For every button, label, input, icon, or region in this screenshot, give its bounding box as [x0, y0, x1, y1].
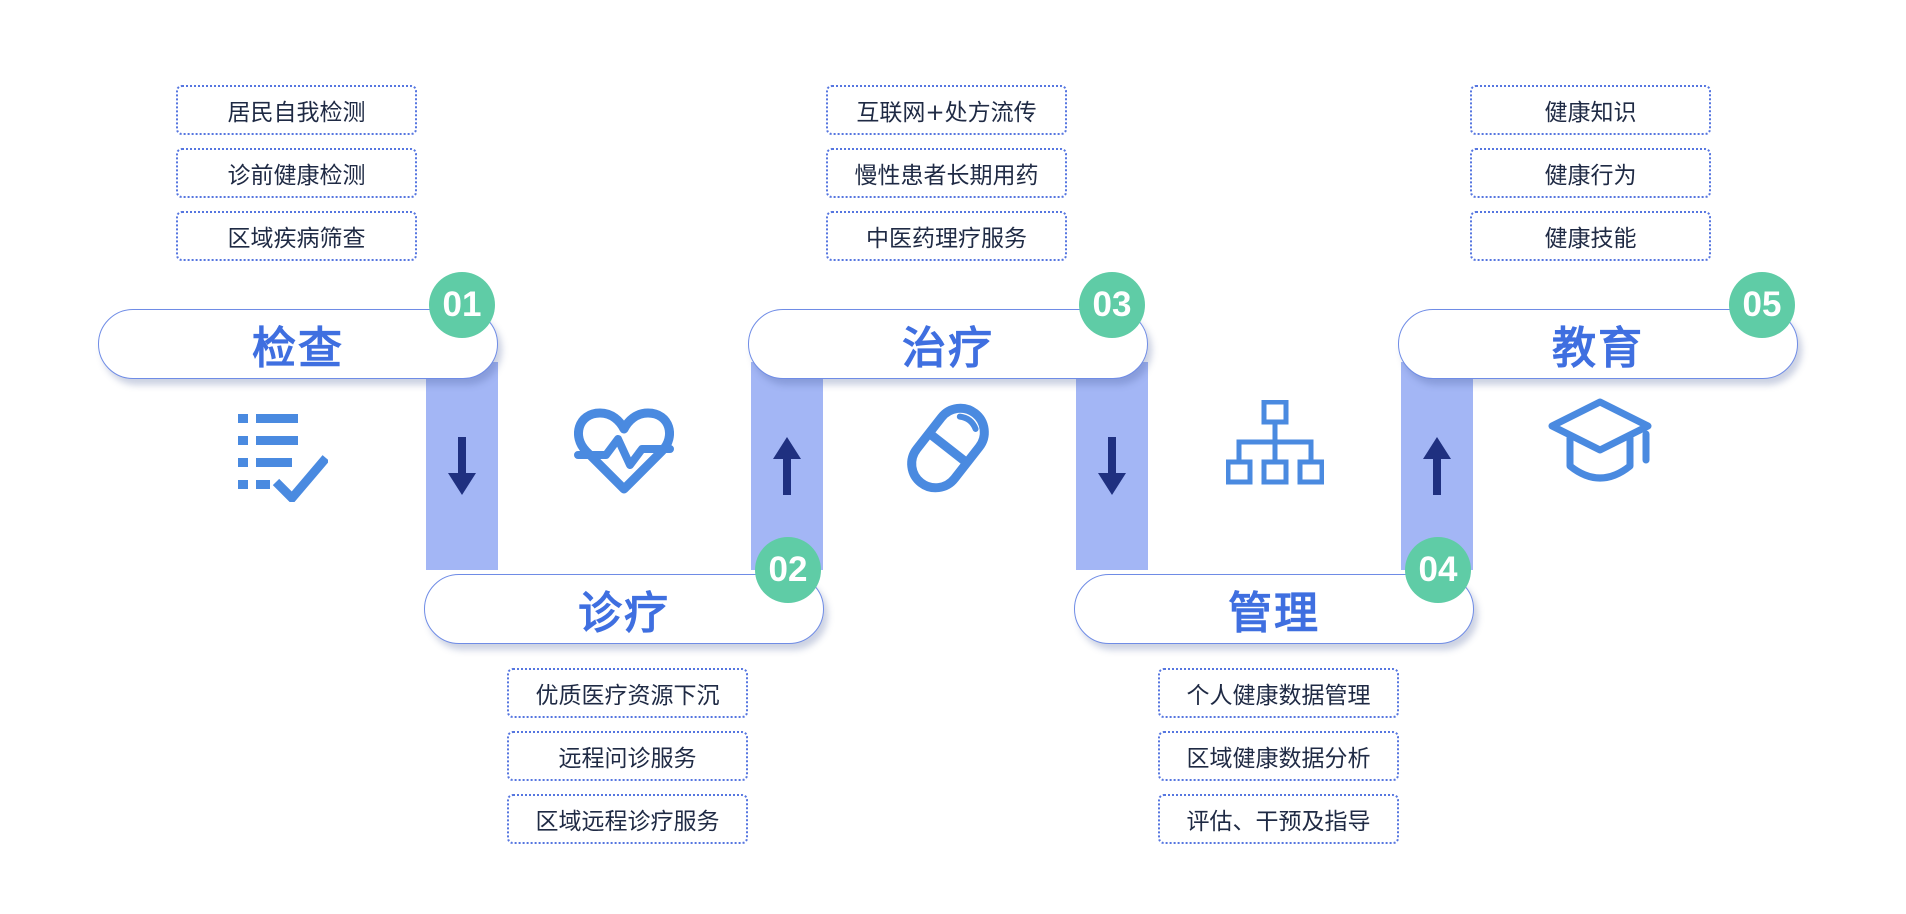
step-2-title: 诊疗 — [578, 588, 670, 639]
heart-pulse-icon — [574, 408, 674, 494]
step-2-badge: 02 — [755, 537, 821, 603]
step-5-item: 健康技能 — [1470, 211, 1711, 261]
step-5-item: 健康行为 — [1470, 148, 1711, 198]
step-4-item: 个人健康数据管理 — [1158, 668, 1399, 718]
step-1-pill: 检查 — [98, 309, 498, 379]
connector-4-5 — [1401, 362, 1473, 570]
arrow-up-icon — [1423, 437, 1451, 495]
connector-3-4 — [1076, 362, 1148, 570]
checklist-icon — [238, 414, 328, 502]
arrow-down-icon — [448, 437, 476, 495]
step-5-badge: 05 — [1729, 272, 1795, 338]
graduation-cap-icon — [1548, 398, 1652, 482]
step-5-item: 健康知识 — [1470, 85, 1711, 135]
step-1-badge: 01 — [429, 272, 495, 338]
step-1-title: 检查 — [252, 323, 344, 374]
arrow-down-icon — [1098, 437, 1126, 495]
step-3-item: 互联网+处方流传 — [826, 85, 1067, 135]
step-1-item: 居民自我检测 — [176, 85, 417, 135]
step-4-item: 评估、干预及指导 — [1158, 794, 1399, 844]
step-2-pill: 诊疗 — [424, 574, 824, 644]
arrow-up-icon — [773, 437, 801, 495]
pill-icon — [907, 403, 989, 493]
step-3-pill: 治疗 — [748, 309, 1148, 379]
step-5-title: 教育 — [1552, 323, 1644, 374]
connector-1-2 — [426, 362, 498, 570]
step-3-item: 慢性患者长期用药 — [826, 148, 1067, 198]
step-2-item: 远程问诊服务 — [507, 731, 748, 781]
step-3-item: 中医药理疗服务 — [826, 211, 1067, 261]
step-1-item: 区域疾病筛查 — [176, 211, 417, 261]
step-3-title: 治疗 — [902, 323, 994, 374]
step-3-badge: 03 — [1079, 272, 1145, 338]
step-5-pill: 教育 — [1398, 309, 1798, 379]
org-chart-icon — [1226, 400, 1324, 485]
step-2-item: 区域远程诊疗服务 — [507, 794, 748, 844]
step-4-item: 区域健康数据分析 — [1158, 731, 1399, 781]
step-4-badge: 04 — [1405, 537, 1471, 603]
step-1-item: 诊前健康检测 — [176, 148, 417, 198]
step-2-item: 优质医疗资源下沉 — [507, 668, 748, 718]
step-4-pill: 管理 — [1074, 574, 1474, 644]
step-4-title: 管理 — [1228, 588, 1320, 639]
connector-2-3 — [751, 362, 823, 570]
